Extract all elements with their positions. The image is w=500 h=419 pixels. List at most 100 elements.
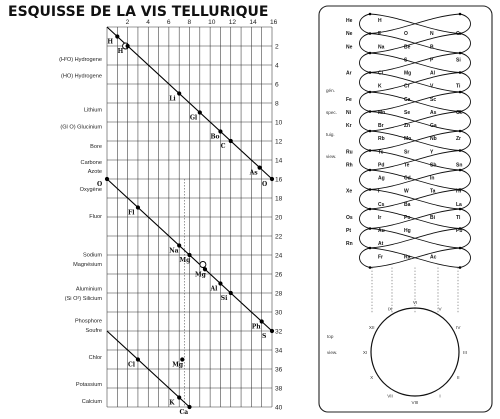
- helix-strand: [369, 247, 461, 268]
- circle-position-label: XI: [363, 350, 367, 355]
- panel-element-symbol: Sc: [430, 97, 436, 103]
- panel-side-label: spec.: [326, 110, 337, 115]
- panel-element-symbol: N: [430, 31, 434, 37]
- panel-element-symbol: Ge: [456, 110, 463, 116]
- circle-position-label: X: [370, 375, 373, 380]
- right-scale-label: 26: [275, 272, 283, 279]
- right-scale-label: 6: [275, 82, 279, 89]
- top-scale-label: 16: [270, 19, 278, 26]
- diagram-title: ESQUISSE DE LA VIS TELLURIQUE: [8, 4, 268, 20]
- panel-element-symbol: Rb: [378, 136, 385, 142]
- helix-node: [368, 12, 372, 16]
- right-scale-label: 22: [275, 234, 283, 241]
- panel-element-symbol: Po: [404, 215, 410, 221]
- panel-element-symbol: Sb: [430, 162, 436, 168]
- helix-lobe-right: [459, 130, 471, 151]
- element-row-label: Carbone: [81, 160, 102, 166]
- helix-lobe-right: [459, 72, 471, 93]
- helix-strand: [369, 150, 461, 171]
- panel-element-symbol: In: [430, 176, 434, 182]
- helix-diagonal-line: [106, 26, 273, 180]
- element-symbol-label: S: [262, 333, 266, 340]
- top-scale-label: 2: [126, 19, 130, 26]
- helix-node: [368, 266, 372, 269]
- panel-element-symbol: Cd: [404, 176, 411, 182]
- element-point-marker: [259, 319, 264, 324]
- helix-strand: [369, 189, 461, 210]
- helix-node: [368, 149, 372, 152]
- panel-element-symbol: Rn: [346, 241, 353, 247]
- panel-element-symbol: Pt: [346, 228, 351, 234]
- panel-element-symbol: Bi: [430, 215, 436, 221]
- helix-lobe-right: [459, 91, 471, 112]
- helix-node: [458, 149, 462, 152]
- element-symbol-label: H: [118, 48, 124, 55]
- panel-element-symbol: Ac: [430, 254, 437, 260]
- right-scale-label: 18: [275, 196, 283, 203]
- panel-element-symbol: I: [378, 189, 380, 195]
- helix-lobe-left: [359, 91, 371, 112]
- panel-element-symbol: Tc: [378, 149, 384, 155]
- element-symbol-label: K: [169, 400, 175, 407]
- helix-node: [458, 32, 462, 35]
- helix-lobe-left: [359, 33, 371, 54]
- open-point-marker: [199, 261, 207, 268]
- panel-element-symbol: P: [430, 57, 434, 63]
- panel-side-label: tuig.: [326, 132, 335, 137]
- element-point-marker: [269, 176, 275, 182]
- element-row-label: Lithium: [84, 107, 102, 113]
- helix-lobe-left: [359, 150, 371, 171]
- element-point-marker: [218, 129, 223, 134]
- helix-node: [458, 207, 462, 211]
- panel-element-symbol: Mg: [404, 71, 411, 77]
- right-scale-label: 16: [275, 177, 283, 184]
- panel-element-symbol: Cr: [404, 84, 410, 90]
- circle-position-label: VII: [387, 393, 393, 398]
- right-scale-label: 34: [275, 348, 283, 355]
- panel-element-symbol: As: [430, 110, 437, 116]
- element-row-label: Bore: [90, 144, 102, 150]
- panel-element-symbol: Rh: [346, 162, 353, 168]
- panel-element-symbol: Nb: [430, 136, 437, 142]
- element-symbol-label: Fl: [128, 210, 135, 217]
- element-symbol-label: Ca: [180, 409, 189, 416]
- panel-element-symbol: C: [456, 31, 460, 37]
- element-point-marker: [177, 243, 182, 248]
- element-symbol-label: O: [97, 181, 102, 188]
- helix-strand: [369, 111, 461, 132]
- element-row-label: (Si O²) Silicium: [65, 296, 103, 302]
- panel-element-symbol: Si: [456, 57, 461, 63]
- helix-node: [368, 168, 372, 172]
- panel-bottom-side-label: top: [327, 334, 334, 339]
- helix-node: [458, 90, 462, 94]
- helix-node: [458, 129, 462, 133]
- panel-element-symbol: Ta: [430, 189, 436, 195]
- circle-position-label: VI: [413, 300, 417, 305]
- element-point-marker: [104, 176, 110, 182]
- panel-element-symbol: Au: [378, 228, 385, 234]
- panel-element-symbol: He: [346, 18, 353, 24]
- element-symbol-label: O: [262, 181, 267, 188]
- panel-element-symbol: W: [404, 189, 409, 195]
- right-scale-label: 38: [275, 386, 283, 393]
- helix-lobe-right: [459, 189, 471, 210]
- panel-element-symbol: Ba: [404, 202, 411, 208]
- helix-node: [368, 90, 372, 94]
- panel-element-symbol: Mo: [404, 136, 411, 142]
- element-symbol-label: Bo: [210, 134, 219, 141]
- panel-element-symbol: Sr: [404, 149, 409, 155]
- panel-element-symbol: V: [430, 84, 434, 90]
- element-point-marker: [115, 34, 120, 39]
- panel-element-symbol: Zn: [404, 123, 410, 129]
- helix-node: [368, 246, 372, 250]
- circle-position-label: III: [463, 350, 467, 355]
- right-scale-label: 8: [275, 101, 279, 108]
- element-point-marker: [228, 290, 233, 296]
- circle-position-label: V: [438, 307, 442, 312]
- helix-lobe-right: [459, 33, 471, 54]
- helix-node: [368, 51, 372, 55]
- panel-element-symbol: Kr: [346, 123, 352, 129]
- helix-node: [368, 71, 372, 74]
- helix-node: [458, 51, 462, 55]
- panel-element-symbol: Pd: [378, 162, 384, 168]
